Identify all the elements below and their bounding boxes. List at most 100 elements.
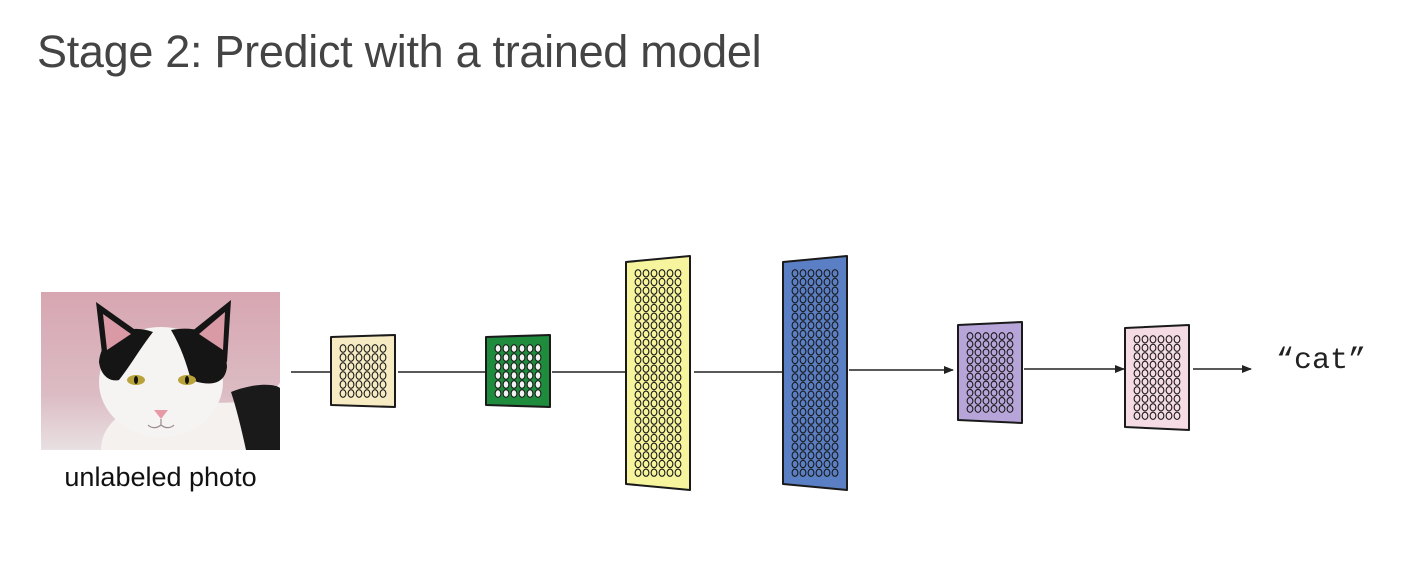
neuron — [650, 459, 658, 469]
neuron — [799, 312, 807, 321]
neuron — [526, 353, 534, 362]
neuron — [634, 312, 642, 321]
neuron — [807, 286, 815, 295]
neuron — [534, 344, 542, 353]
neuron — [1165, 352, 1173, 361]
neuron — [674, 286, 682, 295]
neuron — [650, 373, 658, 382]
neuron — [494, 371, 502, 380]
neuron — [998, 340, 1006, 349]
neuron — [666, 295, 674, 304]
neuron — [642, 277, 650, 287]
neuron — [799, 364, 807, 373]
neuron — [815, 416, 823, 425]
neuron — [831, 303, 839, 313]
neuron — [807, 295, 815, 304]
neuron — [666, 373, 674, 382]
neuron — [666, 468, 674, 477]
neuron — [502, 389, 510, 398]
neuron — [674, 451, 682, 460]
neuron — [831, 425, 839, 434]
neuron — [379, 380, 387, 389]
neuron — [966, 396, 974, 405]
layer-6-panel — [1124, 324, 1190, 431]
neuron — [650, 321, 658, 330]
neuron — [666, 329, 674, 339]
neuron — [674, 399, 682, 408]
neuron — [831, 407, 839, 417]
neuron — [791, 442, 799, 451]
neuron — [990, 404, 998, 413]
neuron — [674, 390, 682, 399]
neuron — [642, 347, 650, 356]
neuron — [658, 373, 666, 382]
neuron — [823, 295, 831, 304]
neuron — [674, 364, 682, 373]
neuron — [823, 381, 831, 391]
neuron — [674, 407, 682, 417]
neuron — [1141, 403, 1149, 412]
neuron — [791, 347, 799, 356]
neuron — [666, 390, 674, 399]
neuron — [791, 433, 799, 443]
neuron — [642, 329, 650, 339]
neuron — [666, 321, 674, 330]
neuron — [642, 451, 650, 460]
neuron — [650, 416, 658, 425]
neuron — [634, 269, 642, 278]
neuron — [666, 416, 674, 425]
neuron — [807, 468, 815, 477]
neuron — [990, 388, 998, 397]
neuron — [831, 312, 839, 321]
neuron — [371, 362, 379, 371]
neuron — [1133, 411, 1141, 420]
neuron — [823, 451, 831, 460]
neuron — [966, 380, 974, 389]
neuron — [658, 416, 666, 425]
neuron — [831, 433, 839, 443]
neuron — [807, 451, 815, 460]
neuron — [502, 344, 510, 353]
neuron — [355, 371, 363, 380]
neuron — [823, 416, 831, 425]
neuron — [966, 340, 974, 349]
neuron — [494, 353, 502, 362]
neuron — [674, 425, 682, 434]
neuron — [799, 399, 807, 408]
neuron — [371, 389, 379, 398]
neuron — [831, 269, 839, 278]
neuron — [966, 364, 974, 373]
neuron — [658, 451, 666, 460]
neuron — [823, 355, 831, 365]
neuron — [1173, 352, 1181, 361]
neuron — [510, 389, 518, 398]
neuron — [799, 381, 807, 391]
neuron — [658, 312, 666, 321]
neuron — [831, 399, 839, 408]
layer-2 — [485, 334, 551, 408]
neuron — [1165, 360, 1173, 369]
neuron — [982, 332, 990, 341]
neuron — [998, 396, 1006, 405]
neuron — [658, 407, 666, 417]
neuron — [1149, 377, 1157, 386]
neuron — [502, 353, 510, 362]
neuron — [1006, 340, 1014, 349]
neuron — [974, 332, 982, 341]
neuron — [831, 347, 839, 356]
neuron — [966, 332, 974, 341]
neuron — [658, 442, 666, 451]
neuron — [815, 321, 823, 330]
neuron — [642, 442, 650, 451]
neuron — [815, 269, 823, 278]
neuron — [363, 362, 371, 371]
neuron — [1149, 369, 1157, 378]
neuron — [974, 348, 982, 357]
neuron — [799, 303, 807, 313]
neuron — [371, 344, 379, 353]
neuron — [1149, 386, 1157, 395]
neuron — [494, 380, 502, 389]
neuron — [634, 416, 642, 425]
neuron — [642, 286, 650, 295]
neuron — [347, 389, 355, 398]
